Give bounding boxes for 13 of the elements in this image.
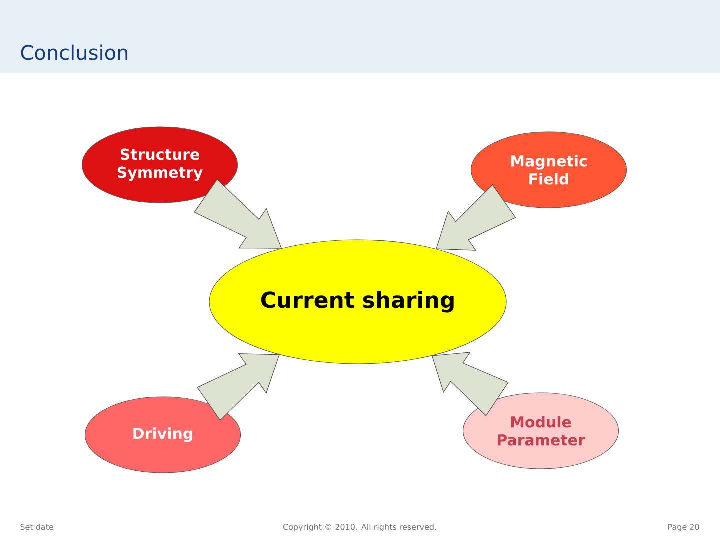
block-arrow xyxy=(197,354,280,421)
block-arrow xyxy=(194,179,282,249)
ellipse-node: Current sharing xyxy=(209,240,507,364)
ellipse-node: Structure Symmetry xyxy=(82,126,238,204)
footer-text: Set date xyxy=(20,524,54,530)
block-arrow xyxy=(432,352,509,416)
ellipse-node: Magnetic Field xyxy=(470,132,628,208)
ellipse-node: Driving xyxy=(84,396,242,474)
footer-text: Page 20 xyxy=(668,524,700,532)
block-arrow xyxy=(436,184,516,251)
ellipse-node: Module Parameter xyxy=(462,392,620,470)
slide-title: Conclusion xyxy=(21,44,128,60)
footer-text: Copyright © 2010. All rights reserved. xyxy=(283,524,436,532)
